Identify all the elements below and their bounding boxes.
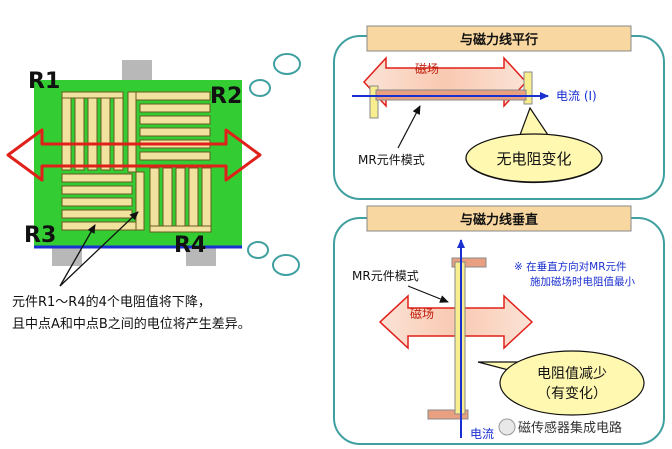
resistor-r1: [61, 91, 124, 171]
perpendicular-result-line-1: 电阻值减少: [537, 366, 607, 382]
label-r1: R1: [28, 69, 60, 94]
parallel-mr-label: MR元件模式: [358, 153, 425, 167]
panel-parallel: 与磁力线平行 磁场 电流 (I) MR元件模式 无电阻变化: [333, 25, 665, 200]
resistor-r2: [127, 91, 211, 173]
perpendicular-note-line-2: 施加磁场时电阻值最小: [530, 275, 635, 288]
parallel-mr-pointer: [397, 105, 421, 149]
panel-parallel-title: 与磁力线平行: [460, 32, 538, 48]
panel-parallel-title-box: [366, 25, 632, 52]
watermark: 磁传感器集成电路: [498, 418, 622, 436]
label-r4: R4: [174, 233, 206, 258]
perpendicular-result-line-2: （有变化）: [537, 386, 607, 402]
perpendicular-field-label: 磁场: [410, 306, 434, 321]
pad-top: [122, 60, 152, 80]
parallel-field-label: 磁场: [415, 61, 439, 76]
pointer-line-1: [59, 224, 96, 287]
chip-diagram: R1 R2 R3 R4 元件R1～R4的4个电阻值将下降， 且中点A和中点B之间…: [6, 53, 301, 332]
pad-bottom-right: [186, 246, 216, 266]
field-double-arrow: [6, 128, 262, 182]
pointer-line-2: [59, 211, 139, 287]
perpendicular-mr-pointer: [407, 285, 449, 303]
parallel-mr-pad-left: [369, 85, 379, 119]
perpendicular-mr-pad-bottom: [427, 409, 469, 420]
caption-line-2: 且中点A和中点B之间的电位将产生差异。: [12, 316, 251, 332]
parallel-mr-pad-right: [523, 71, 533, 105]
perpendicular-mr-label: MR元件模式: [352, 269, 419, 283]
panel-perpendicular-title-box: [366, 205, 632, 232]
perpendicular-note-line-1: ※ 在垂直方向对MR元件: [514, 260, 627, 273]
panel-perpendicular: 与磁力线垂直 ※ 在垂直方向对MR元件 施加磁场时电阻值最小 磁场 MR元件模式…: [333, 205, 665, 445]
perpendicular-result-bubble: [499, 350, 645, 416]
wechat-icon: [498, 418, 516, 436]
label-r2: R2: [210, 84, 242, 109]
caption-line-1: 元件R1～R4的4个电阻值将下降，: [12, 294, 211, 310]
parallel-result-text: 无电阻变化: [496, 150, 571, 168]
resistor-r4: [149, 167, 212, 233]
label-r3: R3: [24, 223, 56, 248]
panel-perpendicular-title: 与磁力线垂直: [460, 212, 538, 228]
perpendicular-mr-pad-top: [451, 257, 487, 268]
resistor-r3: [61, 171, 145, 231]
parallel-current-label: 电流 (I): [556, 89, 597, 103]
decorative-bubbles: [247, 53, 301, 276]
perpendicular-current-label: 电流: [470, 427, 494, 441]
watermark-text: 磁传感器集成电路: [518, 420, 622, 436]
